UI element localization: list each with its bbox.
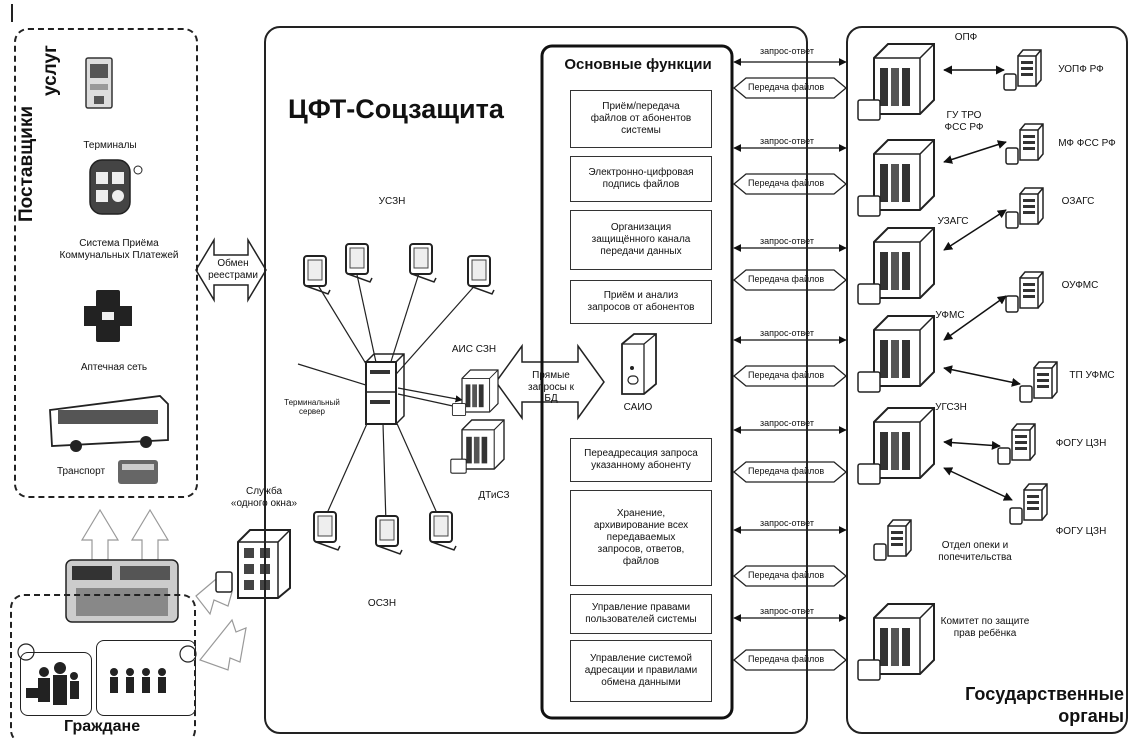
uopf-label: УОПФ РФ	[1058, 64, 1104, 75]
fogu1-label: ФОГУ ЦЗН	[1055, 438, 1107, 449]
citizens-title: Граждане	[64, 718, 141, 735]
opeka-label: Отдел опеки и попечительства	[938, 540, 1012, 563]
uszn-label: УСЗН	[378, 196, 406, 207]
transfer-label-1: Передача файлов	[748, 178, 825, 188]
exchange-label: Обмен реестрами	[208, 258, 258, 281]
fogu2-label: ФОГУ ЦЗН	[1055, 526, 1107, 537]
transport-card-icon	[118, 460, 158, 484]
pharmacy-icon	[84, 290, 132, 342]
opf-label: ОПФ	[954, 32, 978, 43]
function-item-3: Приём и анализ запросов от абонентов	[570, 280, 712, 324]
terminal-icon	[85, 57, 113, 109]
ugszn-label: УГСЗН	[935, 402, 967, 413]
social-card-icon	[65, 559, 179, 623]
request-label-0: запрос-ответ	[760, 46, 814, 56]
direct-queries-label: Прямые запросы к БД	[527, 370, 575, 404]
ufms-label: УФМС	[935, 310, 965, 321]
terminal-server-icon	[365, 353, 405, 425]
transport-label: Транспорт	[56, 466, 106, 477]
suppliers-panel	[14, 28, 198, 498]
function-item-6: Управление правами пользователей системы	[570, 594, 712, 634]
ais-label: АИС СЗН	[451, 344, 497, 355]
citizens-group-icon	[110, 668, 166, 693]
suppliers-title: Поставщики	[16, 106, 38, 222]
request-label-3: запрос-ответ	[760, 328, 814, 338]
ozags-label: ОЗАГС	[1061, 196, 1095, 207]
transfer-label-6: Передача файлов	[748, 654, 825, 664]
request-label-4: запрос-ответ	[760, 418, 814, 428]
payments-label: Система Приёма Коммунальных Платежей	[59, 238, 179, 261]
function-item-0: Приём/передача файлов от абонентов систе…	[570, 90, 712, 148]
gov-title: Государственные органы	[965, 684, 1124, 726]
request-label-1: запрос-ответ	[760, 136, 814, 146]
cft-title: ЦФТ-Соцзащита	[288, 94, 504, 124]
transfer-label-3: Передача файлов	[748, 370, 825, 380]
suppliers-subtitle: услуг	[40, 45, 62, 96]
citizens-subbox	[96, 640, 196, 716]
cft-panel	[264, 26, 808, 734]
functions-title: Основные функции	[564, 56, 712, 73]
gov-panel	[846, 26, 1128, 734]
pharmacy-label: Аптечная сеть	[80, 362, 148, 373]
request-label-5: запрос-ответ	[760, 518, 814, 528]
function-item-4: Переадресация запроса указанному абонент…	[570, 438, 712, 482]
terminals-label: Терминалы	[83, 140, 137, 151]
committee-label: Комитет по защите прав ребёнка	[940, 616, 1030, 639]
terminal-server-label: Терминальный сервер	[284, 398, 340, 417]
suppliers-title-line2: услуг	[40, 45, 61, 96]
saio-icon	[621, 333, 657, 395]
uzags-label: УЗАГС	[937, 216, 969, 227]
payment-system-icon	[89, 159, 143, 215]
suppliers-title-line1: Поставщики	[16, 105, 37, 222]
request-label-6: запрос-ответ	[760, 606, 814, 616]
mffss-label: МФ ФСС РФ	[1058, 138, 1116, 149]
function-item-1: Электронно-цифровая подпись файлов	[570, 156, 712, 202]
family-subbox	[20, 652, 92, 716]
function-item-2: Организация защищённого канала передачи …	[570, 210, 712, 270]
transfer-label-2: Передача файлов	[748, 274, 825, 284]
transfer-label-4: Передача файлов	[748, 466, 825, 476]
saio-label: САИО	[623, 402, 653, 413]
bus-icon	[49, 395, 169, 452]
direct-queries-arrow	[495, 343, 605, 421]
oufms-label: ОУФМС	[1061, 280, 1099, 291]
request-label-2: запрос-ответ	[760, 236, 814, 246]
transfer-label-5: Передача файлов	[748, 570, 825, 580]
function-item-5: Хранение, архивирование всех передаваемы…	[570, 490, 712, 586]
oszn-label: ОСЗН	[367, 598, 397, 609]
dtisz-label: ДТиСЗ	[478, 490, 510, 501]
function-item-7: Управление системой адресации и правилам…	[570, 640, 712, 702]
tpufms-label: ТП УФМС	[1069, 370, 1115, 381]
transfer-label-0: Передача файлов	[748, 82, 825, 92]
exchange-arrow	[195, 237, 267, 303]
family-icon	[26, 662, 79, 705]
gutro-label: ГУ ТРО ФСС РФ	[944, 110, 984, 133]
